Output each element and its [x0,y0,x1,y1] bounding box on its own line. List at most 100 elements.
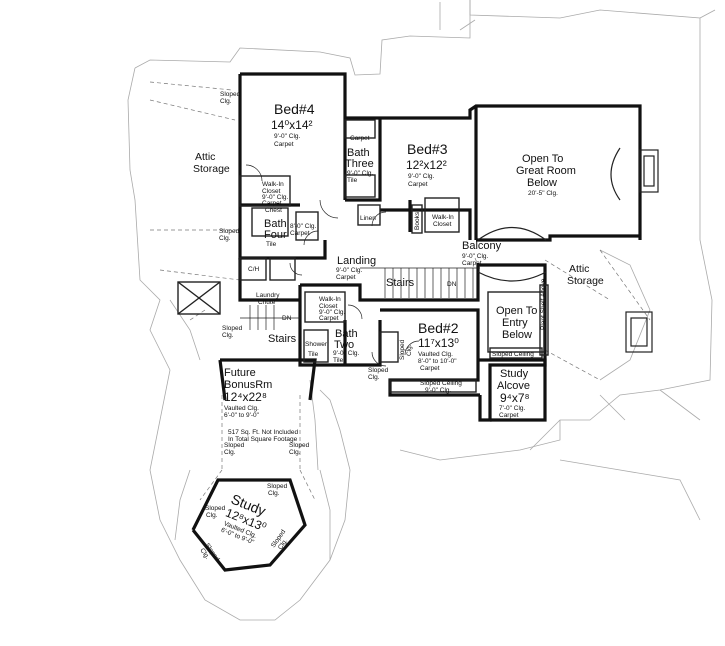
sloped-ceiling-label: Sloped Ceiling [420,380,462,387]
closet-bed4: Walk-In Closet 9'-0" Clg. Carpet Chest [262,181,289,214]
room-name: Bath [335,328,358,340]
room-bed2: Bed#2 11⁷x13⁰ Vaulted Clg. 8'-0" to 10'-… [418,320,462,394]
room-study-alcove: Study Alcove 9⁴x7⁸ 7'-0" Clg. Carpet [497,368,530,419]
room-name: Balcony [462,240,502,252]
room-note: 9'-0" Clg. [408,173,435,180]
attic-line: Attic [569,263,589,275]
books-label: Books [414,211,421,230]
room-line: Below [527,177,557,189]
room-bed4: Bed#4 14⁰x14² 9'-0" Clg. Carpet [271,101,315,148]
room-name-2: Four [264,229,287,241]
room-note: 9'-0" Clg. [333,350,360,357]
attic-right: Attic Storage [567,263,604,287]
sloped-clg: Sloped [368,367,389,374]
linen-label: Linen [360,215,376,222]
roof-outline [127,0,716,621]
closet-label: Walk-In [432,214,454,221]
room-size: 9⁴x7⁸ [500,391,530,405]
room-note: Tile [266,241,277,248]
room-note: Carpet [499,412,519,419]
attic-line: Storage [567,275,604,287]
laundry-label: Laundry [256,292,280,299]
room-bath-two: Bath Two 9'-0" Clg. Tile Shower Tile [305,328,360,364]
room-name: Bed#2 [418,320,459,336]
sloped-clg: Clg. [268,490,280,497]
attic-left: Attic Storage [193,151,230,175]
closet-label: Closet [319,303,338,310]
sloped-clg: Clg. [219,235,231,242]
room-name-2: Alcove [497,380,530,392]
room-size: 12²x12² [406,158,447,172]
room-name-2: Three [345,158,374,170]
room-note: Carpet [336,274,356,281]
room-note: Vaulted Clg. [418,351,453,358]
room-bed3: Bed#3 12²x12² 9'-0" Clg. Carpet [406,141,448,188]
sloped-ceiling-sub: 9'-0" Clg. [425,387,452,394]
attic-dashed-lines [149,81,651,501]
room-note: Tile [333,357,344,364]
balcony-arc [477,227,547,282]
stairs-label: Stairs [386,277,415,289]
sloped-clg: Sloped [220,91,241,98]
tile-label: Tile [308,351,319,358]
room-line: Great Room [516,165,576,177]
room-name: Study [500,368,529,380]
room-entry: Open To Entry Below Sloped Ceiling Plant… [492,278,547,358]
room-bath-three: Carpet Bath Three 9'-0" Clg. Tile Linen [345,135,376,222]
room-line: Entry [502,317,528,329]
room-line: Open To [522,153,563,165]
closet-bed2: Walk-In Closet 9'-0" Clg. Carpet [319,296,346,322]
walls [191,72,642,572]
room-note: 9'-0" Clg. [336,267,363,274]
interior-walls [177,119,549,393]
room-name: Bed#3 [407,141,448,157]
sloped-clg: Clg. [224,449,236,456]
closet-label: 9'-0" Clg. [262,194,289,201]
room-name-2: BonusRm [224,379,272,391]
room-name: Bed#4 [274,101,315,117]
room-name: Bath [347,147,370,159]
sloped-clg: Sloped [205,505,226,512]
sloped-clg: Clg. [222,332,234,339]
sloped-clg: Sloped [289,442,310,449]
room-note: Carpet [408,181,428,188]
room-note: 9'-0" Clg. [462,253,489,260]
closet-bed3: Walk-In Closet Books [414,211,454,230]
room-line: Below [502,329,532,341]
door-swings [245,164,420,367]
closet-label: Walk-In [319,296,341,303]
attic-line: Storage [193,163,230,175]
closet-label: Carpet [319,315,339,322]
closet-label: Carpet [262,200,282,207]
plant-shelf-label: Plant Shelf Above [540,278,547,330]
laundry-label: Chute [258,299,276,306]
sloped-clg: Clg. [289,449,301,456]
closet-label: Closet [433,221,452,228]
room-great-room: Open To Great Room Below 20'-5" Clg. [516,153,576,197]
room-line: Open To [496,305,537,317]
room-size: 14⁰x14² [271,118,313,132]
room-name-2: Two [334,339,354,351]
sloped-ceiling-label: Sloped Ceiling [492,351,534,358]
closet-label: Walk-In [262,181,284,188]
sloped-clg: Sloped [224,442,245,449]
room-note: Carpet [290,230,310,237]
room-note: Carpet [462,260,482,267]
closet-label: 9'-0" Clg. [319,309,346,316]
room-note: 8'-0" Clg. [290,223,317,230]
ch-label: C/H [248,266,260,273]
sloped-clg: Sloped [219,228,240,235]
sloped-clg: Clg. [368,374,380,381]
room-note: 8'-0" to 10'-0" [418,358,457,365]
room-balcony: Balcony 9'-0" Clg. Carpet [462,240,502,267]
room-note: 9'-0" Clg. [347,170,374,177]
room-size: 12⁴x22⁸ [224,390,267,404]
room-landing: Landing 9'-0" Clg. Carpet [336,255,376,281]
stairs-label: Stairs [268,333,297,345]
room-bath-four: Bath Four 8'-0" Clg. Tile Carpet [264,218,317,248]
room-name: Landing [337,255,376,267]
room-study: Study 12⁸x13⁰ Vaulted Clg. 6'-0" to 9'-0… [220,491,269,547]
chest-label: Chest [265,207,282,214]
sqft-note: In Total Square Footage [228,436,298,443]
